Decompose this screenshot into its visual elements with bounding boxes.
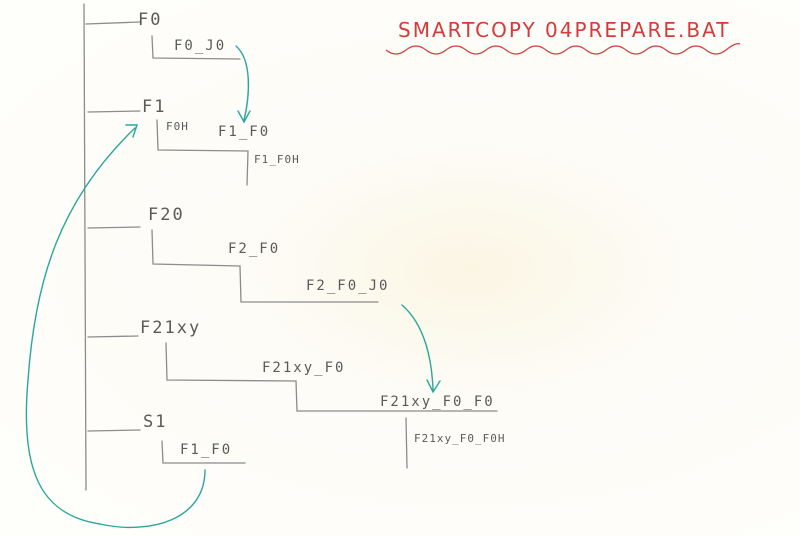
node-f1: F1: [142, 97, 167, 117]
node-f21xy-f0-f0h: F21xy_F0_F0H: [414, 432, 506, 445]
branch-f2-f0-line: [151, 229, 379, 303]
node-f0h: F0H: [166, 120, 189, 133]
node-f21xy-f0: F21xy_F0: [262, 360, 346, 376]
node-f0-j0: F0_J0: [174, 38, 227, 54]
node-f21xy-f0-f0: F21xy_F0_F0: [380, 394, 495, 410]
branch-f21xy-f0-line: [165, 342, 498, 412]
branch-f21xy-line: [87, 335, 139, 338]
branch-f20-line: [87, 226, 141, 229]
branch-f1-line: [87, 110, 141, 113]
arrow-f2f0j0-to-f21xyf0f0: [401, 304, 434, 391]
node-f2-f0-j0: F2_F0_J0: [306, 278, 390, 294]
branch-f0-j0-line: [151, 35, 241, 60]
branch-s1-line: [87, 429, 141, 432]
branch-f1-children-line: [156, 119, 249, 186]
node-f21xy: F21xy: [140, 318, 202, 338]
node-f20: F20: [148, 205, 185, 225]
arrow-head-3: [125, 124, 138, 138]
node-f2-f0: F2_F0: [228, 241, 281, 257]
node-s1: S1: [143, 412, 168, 432]
root-trunk-line: [83, 3, 87, 491]
branch-s1-f1-f0-line: [161, 440, 246, 464]
title-underline: [385, 43, 741, 55]
branch-f0-line: [85, 21, 141, 25]
script-title: SMARTCOPY 04PREPARE.BAT: [398, 18, 731, 42]
node-f1-f0h: F1_F0H: [254, 153, 300, 166]
node-s1-f1-f0: F1_F0: [180, 442, 233, 458]
node-f1-f0: F1_F0: [218, 124, 271, 140]
node-f0: F0: [138, 10, 163, 30]
arrow-f0j0-to-f1f0: [235, 45, 250, 121]
arrow-s1-to-f1: [25, 127, 206, 529]
arrow-head-2: [426, 379, 441, 394]
branch-f21xy-f0h-line: [405, 417, 408, 469]
arrow-head-1: [237, 110, 251, 124]
